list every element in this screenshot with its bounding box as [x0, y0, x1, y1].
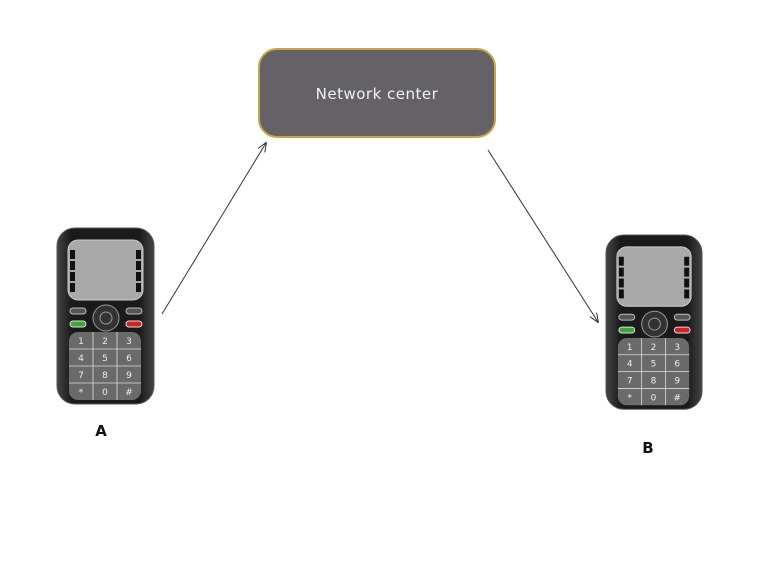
phone-screen — [67, 239, 144, 301]
nav-ring-icon — [641, 310, 668, 338]
keypad-key: * — [79, 388, 84, 398]
keypad-key: 0 — [651, 393, 657, 403]
speaker-bar — [136, 272, 141, 281]
keypad-key: 7 — [78, 371, 84, 381]
phone-b-label: B — [642, 439, 653, 457]
speaker-bar — [136, 250, 141, 259]
keypad-key: 4 — [78, 354, 84, 364]
keypad-key: 3 — [674, 343, 680, 353]
speaker-bar — [684, 289, 690, 299]
phone-screen — [616, 246, 692, 307]
keypad-key: 1 — [627, 343, 633, 353]
keypad-key: 6 — [126, 354, 132, 364]
nav-center-icon — [648, 317, 661, 331]
phone-a: 1 2 3 4 5 6 7 8 9 * 0 # — [56, 227, 155, 405]
speaker-bar — [70, 250, 75, 259]
speaker-bar — [684, 256, 690, 266]
keypad-key: 9 — [126, 371, 132, 381]
network-center-label: Network center — [316, 85, 439, 103]
speaker-bar — [618, 278, 624, 288]
keypad-key: 9 — [674, 377, 680, 387]
arrow-center-to-b — [487, 149, 598, 322]
arrow-a-to-center — [161, 143, 266, 315]
network-center-box: Network center — [258, 48, 496, 138]
keypad-key: 7 — [627, 377, 633, 387]
keypad-key: 5 — [102, 354, 108, 364]
keypad-key: 2 — [651, 343, 657, 353]
keypad-key: # — [674, 393, 681, 403]
keypad-key: 8 — [651, 377, 657, 387]
keypad-key: 2 — [102, 337, 108, 347]
nav-ring-icon — [92, 304, 120, 332]
keypad-key: 1 — [78, 337, 84, 347]
nav-center-icon — [99, 311, 113, 325]
speaker-bar — [136, 283, 141, 292]
soft-key-right — [673, 313, 691, 321]
speaker-bar — [70, 272, 75, 281]
phone-a-label: A — [95, 422, 107, 440]
speaker-bar — [684, 278, 690, 288]
speaker-bar — [684, 267, 690, 277]
speaker-bar — [618, 256, 624, 266]
call-key-icon — [618, 326, 636, 334]
speaker-bar — [136, 261, 141, 270]
soft-key-right — [125, 307, 143, 315]
phone-b: 1 2 3 4 5 6 7 8 9 * 0 # — [605, 234, 703, 410]
keypad-key: 4 — [627, 360, 633, 370]
end-key-icon — [125, 320, 143, 328]
keypad-key: * — [628, 393, 633, 403]
soft-key-left — [69, 307, 87, 315]
end-key-icon — [673, 326, 691, 334]
soft-key-left — [618, 313, 636, 321]
keypad-key: 6 — [674, 360, 680, 370]
speaker-bar — [618, 289, 624, 299]
keypad-key: # — [125, 388, 133, 398]
speaker-bar — [70, 261, 75, 270]
speaker-bar — [618, 267, 624, 277]
keypad-key: 5 — [651, 360, 657, 370]
keypad-key: 3 — [126, 337, 132, 347]
keypad-key: 8 — [102, 371, 108, 381]
keypad-key: 0 — [102, 388, 108, 398]
speaker-bar — [70, 283, 75, 292]
call-key-icon — [69, 320, 87, 328]
